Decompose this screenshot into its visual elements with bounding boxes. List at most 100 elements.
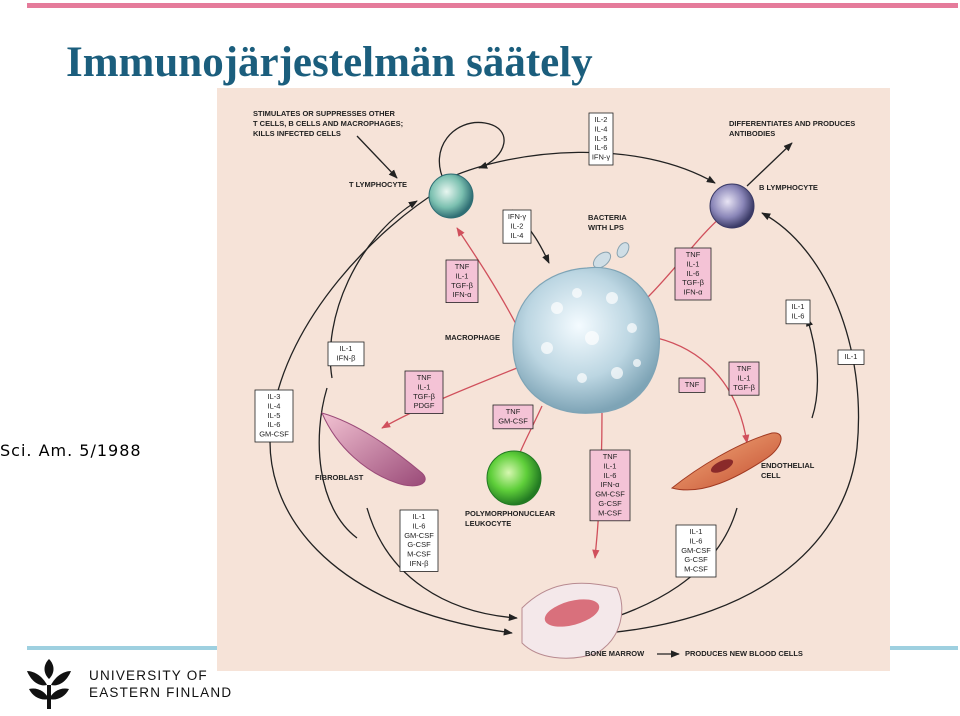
cytokine-box-frame bbox=[589, 449, 631, 522]
b-caption-line1: DIFFERENTIATES AND PRODUCES bbox=[729, 119, 855, 128]
cytokine-label: IFN-α bbox=[684, 288, 704, 297]
university-logo: UNIVERSITY OF EASTERN FINLAND bbox=[25, 655, 285, 715]
top-accent-bar bbox=[27, 3, 958, 8]
cytokine-label: IL-1 bbox=[690, 527, 703, 536]
fibroblast-cell bbox=[321, 412, 426, 487]
cytokine-label: IL-1 bbox=[418, 382, 431, 391]
cytokine-box-left-col: IL-3IL-4IL-5IL-6GM-CSF bbox=[254, 389, 294, 443]
t-caption-line1: STIMULATES OR SUPPRESSES OTHER bbox=[253, 109, 396, 118]
slide-title: Immunojärjestelmän säätely bbox=[66, 39, 593, 86]
arrow-mac-to-fibroblast bbox=[381, 367, 518, 429]
arc-fib-to-bone-marrow bbox=[366, 507, 518, 622]
cytokine-label: TGF-β bbox=[733, 383, 755, 392]
bottom-line-right bbox=[890, 646, 958, 650]
b-lymphocyte-label: B LYMPHOCYTE bbox=[759, 183, 818, 192]
pmn-label-2: LEUKOCYTE bbox=[465, 519, 511, 528]
bacteria-shape bbox=[592, 242, 630, 269]
cytokine-box-frame bbox=[674, 247, 712, 301]
cytokine-label: IL-1 bbox=[456, 271, 469, 280]
cytokine-label: IL-6 bbox=[690, 536, 703, 545]
cytokine-box-frame bbox=[445, 259, 479, 303]
endothelial-label-1: ENDOTHELIAL bbox=[761, 461, 815, 470]
cytokine-box-frame bbox=[502, 209, 532, 244]
cytokine-box-frame bbox=[785, 299, 811, 325]
arc-left-inner bbox=[318, 387, 358, 539]
cytokine-label: M-CSF bbox=[684, 565, 708, 574]
t-caption-line3: KILLS INFECTED CELLS bbox=[253, 129, 341, 138]
t-caption-line2: T CELLS, B CELLS AND MACROPHAGES; bbox=[253, 119, 403, 128]
endothelial-label-2: CELL bbox=[761, 471, 781, 480]
cytokine-label: IL-1 bbox=[340, 344, 353, 353]
arc-t-to-b bbox=[448, 151, 716, 184]
cytokine-label: IL-2 bbox=[511, 221, 524, 230]
fibroblast-label: FIBROBLAST bbox=[315, 473, 364, 482]
cytokine-label: PDGF bbox=[414, 401, 435, 410]
cytokine-label: IL-4 bbox=[511, 231, 524, 240]
cytokine-label: IL-3 bbox=[268, 392, 281, 401]
cytokine-box-tnf-mid: TNF bbox=[678, 377, 706, 393]
cytokine-label: TNF bbox=[417, 373, 432, 382]
cytokine-label: TGF-β bbox=[413, 392, 435, 401]
cytokine-box-frame bbox=[399, 509, 439, 572]
cytokine-box-frame bbox=[837, 349, 865, 365]
cytokine-label: IL-1 bbox=[792, 302, 805, 311]
cytokine-label: M-CSF bbox=[407, 550, 431, 559]
cytokine-label: IL-1 bbox=[687, 259, 700, 268]
pmn-label-1: POLYMORPHONUCLEAR bbox=[465, 509, 556, 518]
bottom-line-left bbox=[27, 646, 217, 650]
cytokine-label: IFN-α bbox=[601, 480, 621, 489]
cytokine-label: IL-6 bbox=[604, 471, 617, 480]
immune-regulation-figure: STIMULATES OR SUPPRESSES OTHER T CELLS, … bbox=[217, 88, 890, 671]
citation: Sci. Am. 5/1988 bbox=[0, 441, 142, 460]
cytokine-box-frame bbox=[404, 370, 444, 414]
cytokine-label: IL-1 bbox=[413, 512, 426, 521]
cytokine-label: G-CSF bbox=[407, 540, 431, 549]
arc-b-to-bone-marrow bbox=[606, 212, 860, 634]
cytokine-label: TGF-β bbox=[451, 281, 473, 290]
bone-marrow-shape bbox=[521, 582, 623, 659]
cytokine-label: IFN-α bbox=[453, 290, 473, 299]
b-caption-line2: ANTIBODIES bbox=[729, 129, 775, 138]
endothelial-cell bbox=[670, 432, 782, 491]
cytokine-box-frame bbox=[327, 341, 365, 367]
arrow-mac-to-t bbox=[456, 227, 518, 327]
cytokine-label: IL-1 bbox=[604, 461, 617, 470]
cytokine-label: IL-2 bbox=[595, 115, 608, 124]
cytokine-box-frame bbox=[492, 404, 534, 430]
logo-line-2: EASTERN FINLAND bbox=[89, 685, 233, 700]
cytokine-label: M-CSF bbox=[598, 508, 622, 517]
cytokine-label: IL-6 bbox=[413, 521, 426, 530]
arrow-mac-to-endothelial bbox=[656, 337, 750, 444]
cytokine-label: IFN-β bbox=[337, 353, 357, 362]
cytokine-label: IL-6 bbox=[268, 420, 281, 429]
polymorphonuclear-leukocyte-cell bbox=[486, 450, 542, 506]
bacteria-label-1: BACTERIA bbox=[588, 213, 627, 222]
cytokine-label: IL-5 bbox=[595, 134, 608, 143]
macrophage-label: MACROPHAGE bbox=[445, 333, 500, 342]
cytokine-label: TNF bbox=[506, 407, 521, 416]
cytokine-boxes: IL-2IL-4IL-5IL-6IFN-γIFN-γIL-2IL-4TNFIL-… bbox=[254, 112, 865, 578]
cytokine-label: GM-CSF bbox=[595, 490, 625, 499]
uef-leaf-logo-icon bbox=[27, 659, 71, 709]
cytokine-box-t-input: IFN-γIL-2IL-4 bbox=[502, 209, 532, 244]
cytokine-label: IFN-γ bbox=[508, 212, 527, 221]
cytokine-box-frame bbox=[675, 524, 717, 578]
cytokine-label: TNF bbox=[685, 380, 700, 389]
cytokine-label: G-CSF bbox=[598, 499, 622, 508]
cytokine-label: IL-5 bbox=[268, 411, 281, 420]
cytokine-label: IL-1 bbox=[738, 373, 751, 382]
cytokine-box-b-il: IL-1IL-6 bbox=[785, 299, 811, 325]
cytokine-box-right-il1: IL-1 bbox=[837, 349, 865, 365]
arc-endo-to-b bbox=[806, 317, 819, 419]
produces-blood-cells-label: PRODUCES NEW BLOOD CELLS bbox=[685, 649, 803, 658]
cytokine-label: GM-CSF bbox=[681, 546, 711, 555]
bacteria-label-2: WITH LPS bbox=[588, 223, 624, 232]
cytokine-label: TNF bbox=[737, 364, 752, 373]
cytokine-label: GM-CSF bbox=[498, 416, 528, 425]
